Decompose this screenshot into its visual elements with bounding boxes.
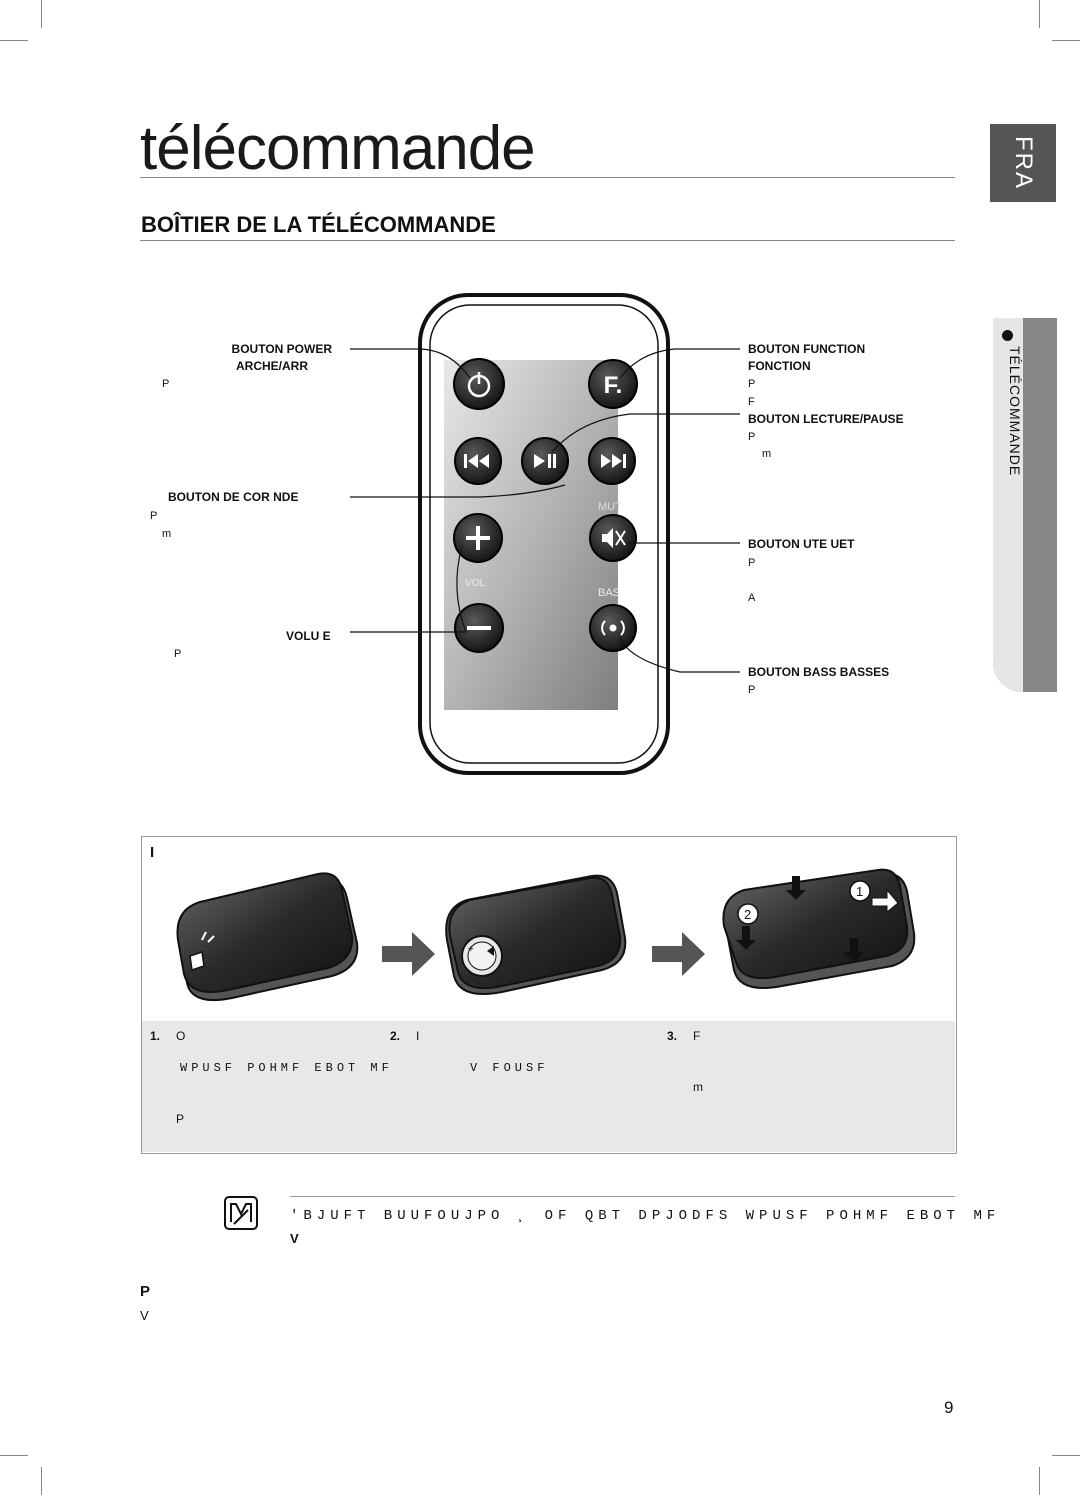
language-label: FRA <box>1010 136 1037 190</box>
bass-button <box>589 604 637 652</box>
title-rule <box>140 177 955 178</box>
battery-step-2-line3: V FOUSF <box>470 1061 549 1075</box>
step-text: I <box>416 1029 420 1043</box>
battery-step-3-line4: m <box>693 1080 703 1094</box>
crop-mark <box>1039 0 1040 28</box>
battery-step-1-image <box>176 872 359 1002</box>
bullet-icon <box>1002 330 1013 341</box>
mute-button <box>589 514 637 562</box>
page-title: télécommande <box>140 114 536 183</box>
skip-desc-2: m <box>162 528 172 540</box>
mute-label: BOUTON UTE UET <box>748 537 855 551</box>
crop-mark <box>1052 40 1080 41</box>
remote-illustration: F. MUT VOL BAS <box>350 293 740 775</box>
battery-step-1-line6: P <box>176 1112 185 1126</box>
play-pause-desc: P <box>748 431 756 443</box>
section-heading: BOÎTIER DE LA TÉLÉCOMMANDE <box>141 212 496 237</box>
battery-heading: I <box>150 844 155 861</box>
crop-mark <box>0 1455 28 1456</box>
play-pause-desc-2: m <box>762 448 772 460</box>
crop-mark <box>1052 1455 1080 1456</box>
remote-section-heading: P <box>140 1283 151 1300</box>
step-number: 2. <box>390 1029 401 1043</box>
side-tab-label: TÉLÉCOMMANDE <box>1007 346 1023 477</box>
step-marker-2: 2 <box>744 907 751 922</box>
remote-section-paragraph: V <box>140 1308 149 1323</box>
crop-mark <box>1039 1467 1040 1495</box>
note-rule <box>290 1196 955 1197</box>
note-icon <box>224 1196 258 1230</box>
volume-down-button <box>454 603 504 653</box>
volume-label: VOLU E <box>286 629 331 643</box>
function-key-label: F. <box>604 372 623 399</box>
power-desc: P <box>162 378 170 390</box>
page-number: 9 <box>944 1398 954 1417</box>
bass-desc: P <box>748 684 756 696</box>
step-text: O <box>176 1029 186 1043</box>
mute-desc: P <box>748 557 756 569</box>
crop-mark <box>41 0 42 28</box>
function-desc: P <box>748 378 756 390</box>
side-tab: TÉLÉCOMMANDE <box>993 318 1057 692</box>
step-number: 1. <box>150 1029 161 1043</box>
battery-step-3-image: 1 2 <box>722 868 916 989</box>
battery-step-1-line3: WPUSF POHMF EBOT MF <box>180 1061 393 1075</box>
previous-button <box>454 437 502 485</box>
vol-text: VOL <box>465 578 485 589</box>
side-tab-inner: TÉLÉCOMMANDE <box>993 318 1023 692</box>
arrow-icon <box>652 932 705 976</box>
arrow-icon <box>382 932 435 976</box>
volume-up-button <box>453 513 503 563</box>
battery-step-3: 3. F <box>667 1028 700 1045</box>
bass-label: BOUTON BASS BASSES <box>748 665 890 679</box>
plus-sign-icon: + <box>468 944 474 955</box>
function-sub-label: FONCTION <box>748 359 811 373</box>
battery-step-1: 1. O <box>150 1028 185 1045</box>
battery-illustrations: + 1 2 <box>176 868 916 1002</box>
mute-text: MUT <box>598 501 622 513</box>
language-tab: FRA <box>990 124 1056 202</box>
crop-mark <box>0 40 28 41</box>
function-label: BOUTON FUNCTION <box>748 342 866 356</box>
battery-step-2-image: + <box>445 874 627 995</box>
battery-step-2: 2. I <box>390 1028 419 1045</box>
play-pause-button <box>521 437 569 485</box>
mute-desc-3: A <box>748 592 756 604</box>
skip-desc: P <box>150 510 158 522</box>
volume-desc: P <box>174 648 182 660</box>
battery-steps-panel <box>142 1021 955 1152</box>
crop-mark <box>41 1467 42 1495</box>
next-button <box>588 437 636 485</box>
step-text: F <box>693 1029 701 1043</box>
section-rule <box>140 240 955 241</box>
power-button <box>453 358 505 410</box>
note-sub: V <box>290 1231 299 1246</box>
skip-label: BOUTON DE COR NDE <box>168 490 299 504</box>
step-marker-1: 1 <box>856 884 863 899</box>
note-text: 'BJUFT BUUFOUJPO ¸ OF QBT DPJODFS WPUSF … <box>290 1208 1001 1224</box>
play-pause-label: BOUTON LECTURE/PAUSE <box>748 412 904 426</box>
bass-text: BAS <box>598 587 620 599</box>
step-number: 3. <box>667 1029 678 1043</box>
power-sub-label: ARCHE/ARR <box>236 359 308 373</box>
function-desc-2: F <box>748 396 755 408</box>
power-label: BOUTON POWER <box>231 342 332 356</box>
